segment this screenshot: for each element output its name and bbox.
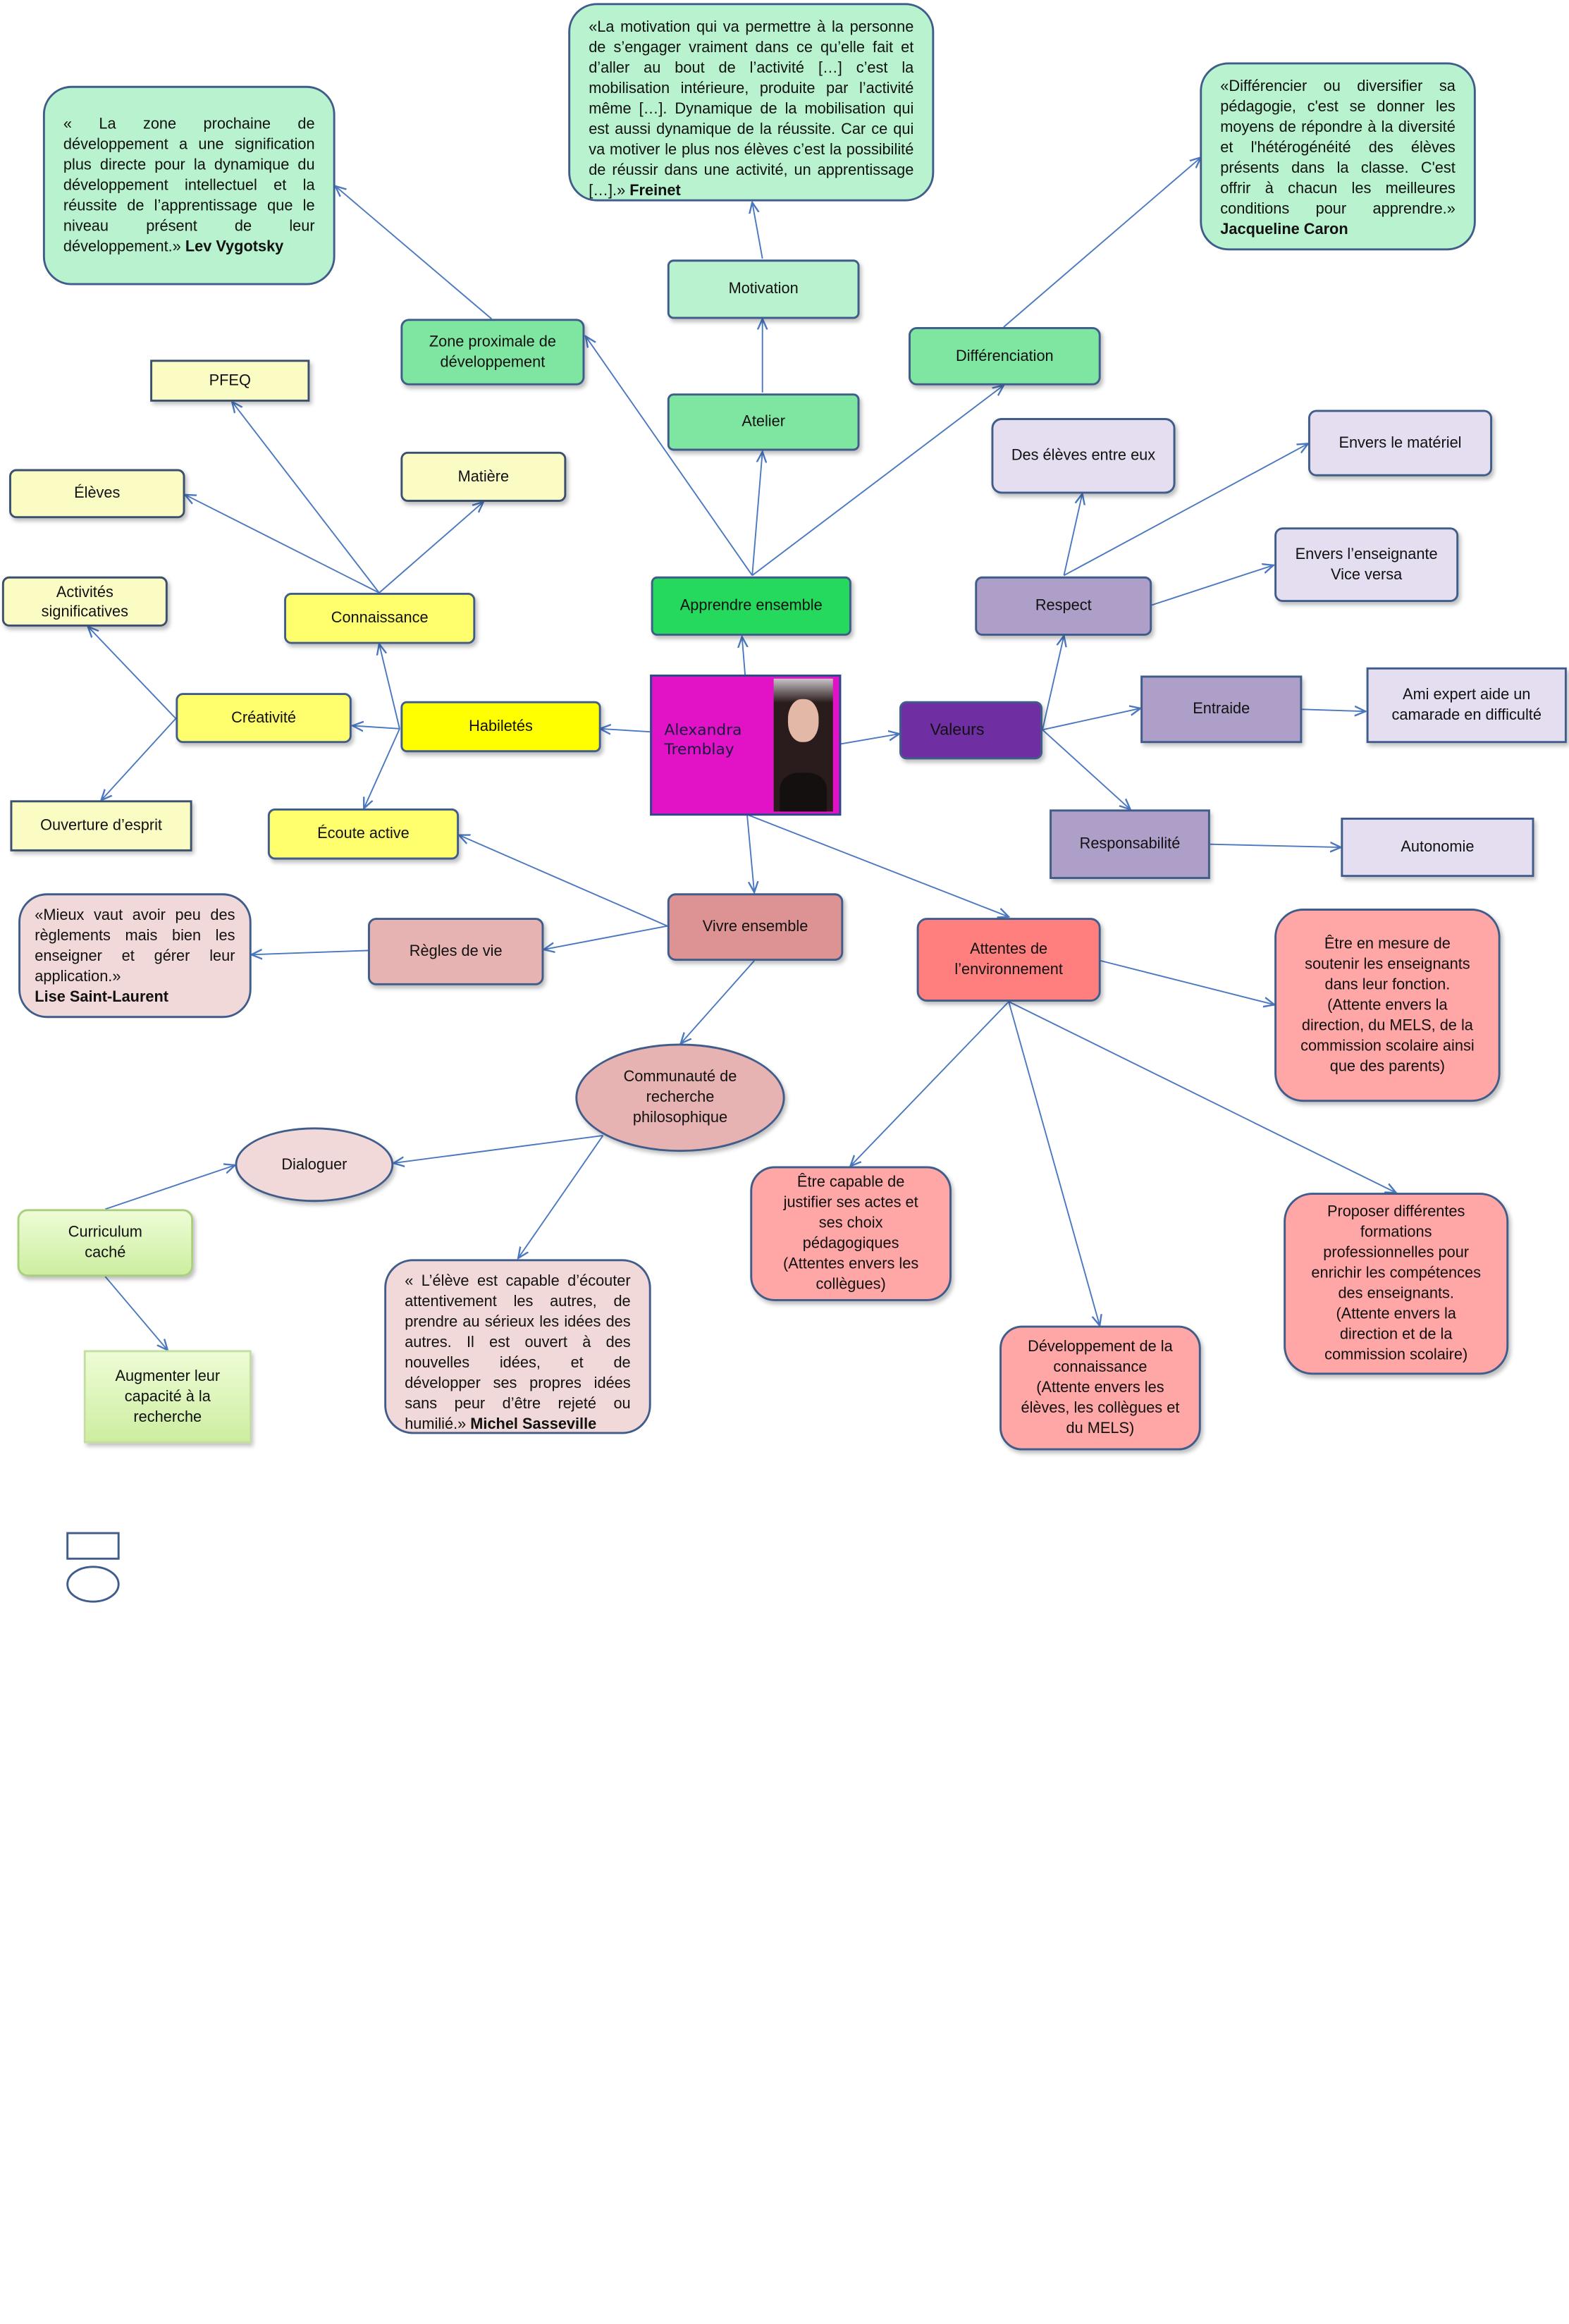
arrow-apprendre-atelier bbox=[751, 452, 763, 576]
arrow-habiletes-ecoute bbox=[364, 728, 400, 809]
arrow-zpd-vygotsky bbox=[336, 186, 493, 320]
node-autonomie[interactable]: Autonomie bbox=[1341, 818, 1534, 878]
arrow-attentes-soutenir bbox=[1100, 960, 1275, 1004]
node-entraide[interactable]: Entraide bbox=[1140, 675, 1303, 744]
node-developpement-connaissance[interactable]: Développement de la connaissance (Attent… bbox=[999, 1325, 1201, 1451]
arrow-valeurs-respect bbox=[1042, 636, 1064, 730]
arrow-respect-deseleves bbox=[1063, 493, 1082, 576]
arrow-curriculum-augmenter bbox=[104, 1276, 167, 1350]
quote-vygotsky: « La zone prochaine de développement a u… bbox=[42, 85, 336, 285]
node-regles-de-vie[interactable]: Règles de vie bbox=[368, 918, 544, 985]
arrow-center-habiletes bbox=[600, 729, 651, 732]
quote-saint-laurent-text: «Mieux vaut avoir peu des règlements mai… bbox=[35, 906, 235, 985]
quote-sasseville-text: « L’élève est capable d’écouter attentiv… bbox=[405, 1272, 631, 1433]
node-apprendre-ensemble[interactable]: Apprendre ensemble bbox=[651, 576, 851, 636]
arrow-curriculum-dialoguer bbox=[105, 1165, 235, 1210]
node-curriculum-cache[interactable]: Curriculum caché bbox=[17, 1209, 194, 1277]
node-des-eleves-entre-eux[interactable]: Des élèves entre eux bbox=[991, 418, 1176, 494]
node-valeurs[interactable]: Valeurs bbox=[899, 701, 1042, 760]
quote-sasseville-author: Michel Sasseville bbox=[470, 1415, 597, 1433]
node-matiere[interactable]: Matière bbox=[400, 451, 567, 502]
node-habiletes[interactable]: Habiletés bbox=[400, 701, 601, 753]
arrow-center-apprendre bbox=[742, 637, 745, 675]
quote-freinet: «La motivation qui va permettre à la per… bbox=[568, 3, 935, 202]
arrow-attentes-developpement bbox=[1008, 1001, 1100, 1326]
arrow-communaute-sasseville bbox=[518, 1135, 604, 1258]
node-ouverture-esprit[interactable]: Ouverture d’esprit bbox=[10, 800, 192, 851]
node-attentes-environnement[interactable]: Attentes de l’environnement bbox=[916, 918, 1101, 1002]
arrow-apprendre-differenciation bbox=[751, 386, 1004, 577]
node-respect[interactable]: Respect bbox=[975, 576, 1152, 636]
quote-caron-text: «Différencier ou diversifier sa pédagogi… bbox=[1220, 78, 1456, 218]
quote-sasseville: « L’élève est capable d’écouter attentiv… bbox=[384, 1259, 651, 1434]
arrow-regles-saintlaurent bbox=[252, 951, 369, 955]
node-motivation[interactable]: Motivation bbox=[667, 259, 860, 319]
node-envers-enseignante[interactable]: Envers l’enseignante Vice versa bbox=[1274, 527, 1459, 603]
quote-caron: «Différencier ou diversifier sa pédagogi… bbox=[1200, 62, 1476, 251]
arrow-vivre-ecoute bbox=[459, 835, 668, 927]
quote-vygotsky-text: « La zone prochaine de développement a u… bbox=[63, 115, 315, 256]
arrow-valeurs-responsabilite bbox=[1042, 729, 1131, 809]
arrow-habiletes-connaissance bbox=[379, 644, 400, 730]
node-proposer-formations[interactable]: Proposer différentes formations professi… bbox=[1284, 1193, 1509, 1375]
node-differenciation[interactable]: Différenciation bbox=[909, 327, 1101, 386]
arrow-attentes-proposer bbox=[1008, 1001, 1396, 1193]
arrow-respect-materiel bbox=[1064, 443, 1308, 577]
node-communaute-recherche[interactable]: Communauté de recherche philosophique bbox=[575, 1043, 785, 1152]
node-connaissance[interactable]: Connaissance bbox=[284, 593, 476, 644]
legend-rectangle-shape bbox=[66, 1532, 120, 1560]
arrow-respect-enseignante bbox=[1151, 565, 1274, 606]
arrow-motivation-freinet bbox=[752, 202, 763, 259]
node-ecoute-active[interactable]: Écoute active bbox=[267, 808, 460, 860]
arrow-valeurs-entraide bbox=[1042, 708, 1140, 731]
node-augmenter-capacite[interactable]: Augmenter leur capacité à la recherche bbox=[83, 1350, 252, 1444]
arrow-habiletes-creativite bbox=[352, 726, 400, 729]
legend-ellipse-shape bbox=[66, 1566, 120, 1603]
arrow-responsabilite-autonomie bbox=[1210, 844, 1341, 847]
arrow-connaissance-eleves bbox=[185, 495, 380, 594]
quote-freinet-author: Freinet bbox=[629, 182, 681, 199]
center-node[interactable]: Alexandra Tremblay bbox=[650, 675, 842, 816]
arrow-center-vivre bbox=[746, 814, 754, 892]
center-name: Alexandra Tremblay bbox=[664, 720, 742, 758]
node-responsabilite[interactable]: Responsabilité bbox=[1050, 809, 1210, 879]
arrow-vivre-regles bbox=[543, 925, 668, 949]
arrow-entraide-ami bbox=[1302, 709, 1365, 711]
portrait-photo bbox=[773, 678, 833, 812]
node-activites-significatives[interactable]: Activités significatives bbox=[1, 576, 168, 627]
quote-vygotsky-author: Lev Vygotsky bbox=[185, 238, 284, 256]
connector-lines bbox=[66, 0, 1569, 1603]
node-etre-soutenir[interactable]: Être en mesure de soutenir les enseignan… bbox=[1274, 909, 1501, 1102]
arrow-connaissance-matiere bbox=[379, 502, 484, 594]
quote-caron-author: Jacqueline Caron bbox=[1220, 221, 1348, 238]
node-vivre-ensemble[interactable]: Vivre ensemble bbox=[667, 893, 844, 961]
node-envers-materiel[interactable]: Envers le matériel bbox=[1308, 410, 1492, 477]
quote-saint-laurent: «Mieux vaut avoir peu des règlements mai… bbox=[18, 893, 252, 1019]
arrow-connaissance-pfeq bbox=[232, 402, 380, 594]
arrow-center-valeurs bbox=[839, 734, 899, 745]
node-atelier[interactable]: Atelier bbox=[667, 393, 860, 451]
node-ami-expert[interactable]: Ami expert aide un camarade en difficult… bbox=[1366, 667, 1567, 744]
node-dialoguer[interactable]: Dialoguer bbox=[235, 1127, 394, 1203]
arrow-attentes-justifier bbox=[850, 1001, 1009, 1166]
arrow-differenciation-caron bbox=[1003, 157, 1201, 328]
arrow-center-attentes bbox=[746, 813, 1009, 917]
node-creativite[interactable]: Créativité bbox=[176, 693, 352, 744]
node-etre-justifier[interactable]: Être capable de justifier ses actes et s… bbox=[750, 1166, 952, 1301]
quote-saint-laurent-author: Lise Saint-Laurent bbox=[35, 988, 169, 1006]
arrow-apprendre-zpd bbox=[586, 336, 753, 576]
quote-freinet-text: «La motivation qui va permettre à la per… bbox=[589, 18, 914, 199]
arrow-creativite-activites bbox=[88, 627, 177, 720]
node-zone-proximale[interactable]: Zone proximale de développement bbox=[400, 319, 585, 386]
arrow-communaute-dialoguer bbox=[393, 1135, 603, 1163]
arrow-creativite-ouverture bbox=[101, 718, 177, 800]
arrow-vivre-communaute bbox=[681, 960, 755, 1043]
node-pfeq[interactable]: PFEQ bbox=[150, 359, 310, 402]
node-eleves[interactable]: Élèves bbox=[9, 469, 185, 519]
